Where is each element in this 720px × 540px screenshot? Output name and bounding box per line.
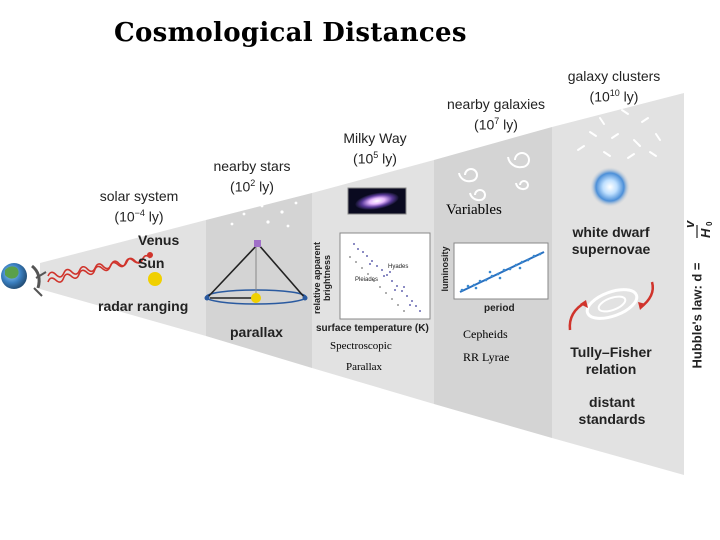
page-title: Cosmological Distances: [114, 18, 467, 48]
white-dwarf-label: white dwarf supernovae: [571, 224, 651, 257]
radar-ranging-label: radar ranging: [98, 298, 189, 314]
nearby-galaxies-label: nearby galaxies (107 ly): [446, 96, 546, 133]
svg-text:0: 0: [705, 221, 714, 226]
distant-standards-label: distant standards: [578, 394, 646, 427]
hubbles-law-label: Hubble's law: d =: [689, 262, 705, 369]
sun-icon: [148, 272, 162, 286]
hr-x-axis-label: surface temperature (K): [316, 323, 429, 334]
nearby-stars-label: nearby stars (102 ly): [213, 158, 291, 195]
radar-wave: [47, 254, 151, 278]
radar-dish-icon: [31, 264, 47, 297]
venus-icon: [147, 252, 153, 258]
supernova-icon: [590, 167, 630, 207]
galaxy-clusters-label: galaxy clusters (1010 ly): [567, 68, 661, 105]
period-axis-label: period: [484, 303, 515, 314]
panel-nearby-stars: [206, 193, 312, 368]
luminosity-axis-label: luminosity: [440, 246, 450, 292]
panel-galaxy-clusters: [552, 93, 684, 475]
rr-lyrae-annotation: RR Lyrae: [463, 350, 510, 364]
period-luminosity-plot: [453, 242, 549, 300]
panel-solar-system: [40, 220, 206, 336]
milky-way-label: Milky Way (105 ly): [343, 130, 407, 167]
venus-label: Venus: [138, 232, 180, 248]
pleiades-label: Pleiades: [355, 277, 379, 283]
spiral-galaxy-icons: [458, 152, 530, 202]
hyades-label: Hyades: [388, 264, 409, 270]
hubble-fraction: v H 0: [682, 220, 714, 238]
parallax-diagram: [204, 240, 308, 305]
solar-system-label: solar system (10−4 ly): [99, 188, 179, 225]
cepheids-annotation: Cepheids: [463, 327, 508, 341]
tully-fisher-galaxy-icon: [568, 281, 654, 331]
hr-diagram-plot: [339, 232, 431, 320]
spectroscopic-parallax-annotation: Parallax: [346, 361, 383, 373]
variables-annotation: Variables: [446, 202, 502, 218]
parallax-label: parallax: [230, 324, 283, 340]
sun-label: Sun: [138, 255, 165, 271]
galaxy-cluster-marks: [577, 109, 661, 159]
hr-y-axis-label: relative apparent brightness: [312, 241, 332, 315]
tully-fisher-label: Tully–Fisher relation: [570, 344, 652, 377]
spectroscopic-annotation: Spectroscopic: [330, 340, 392, 352]
svg-text:v: v: [682, 220, 697, 228]
hr-data-points: [353, 243, 421, 312]
background-stars: [222, 201, 298, 228]
svg-text:H: H: [698, 228, 713, 238]
